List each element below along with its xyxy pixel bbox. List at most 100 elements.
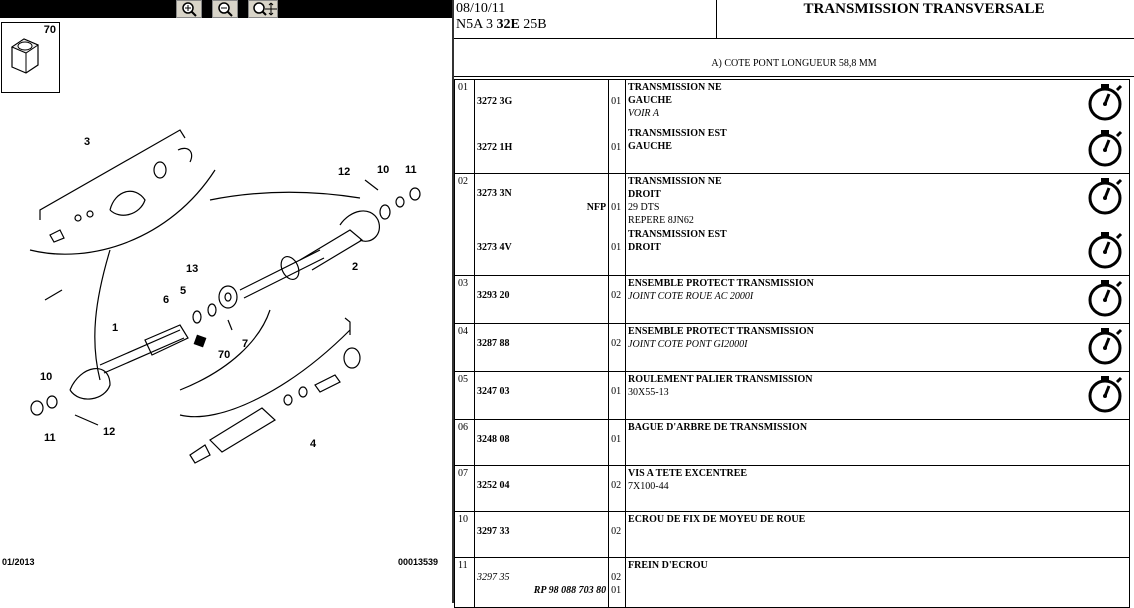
table-row[interactable]: 05 3247 03 01 ROULEMENT PALIER TRANSMISS… <box>454 371 1131 420</box>
note-divider <box>454 76 1134 77</box>
table-row[interactable]: 10 3297 33 02 ECROU DE FIX DE MOYEU DE R… <box>454 511 1131 558</box>
callout-1: 1 <box>112 322 118 334</box>
callout-3: 3 <box>84 136 90 148</box>
part-desc: BAGUE D'ARBRE DE TRANSMISSION <box>628 422 808 433</box>
part-desc: 29 DTS <box>628 202 660 213</box>
pane-divider[interactable] <box>452 0 454 603</box>
zoom-in-button[interactable] <box>176 0 202 18</box>
zoom-out-button[interactable] <box>212 0 238 18</box>
part-qty: 02 <box>611 480 622 491</box>
part-ref[interactable]: 3272 3G <box>476 96 513 107</box>
pan-zoom-icon <box>253 2 277 16</box>
page-title: TRANSMISSION TRANSVERSALE <box>803 1 1045 17</box>
part-desc: 30X55-13 <box>628 387 669 398</box>
part-thumbnail[interactable]: 70 <box>1 22 60 93</box>
part-ref[interactable]: 3293 20 <box>476 290 510 301</box>
callout-4: 4 <box>310 438 317 450</box>
callout-11-bottom: 11 <box>44 432 56 444</box>
table-row[interactable]: 02 3273 3N NFP 3273 4V 01 01 TRANSMISSIO… <box>454 173 1131 276</box>
part-ref[interactable]: 3273 4V <box>476 242 512 253</box>
callout-70: 70 <box>218 349 230 361</box>
stopwatch-icon[interactable] <box>1085 176 1125 216</box>
stopwatch-icon[interactable] <box>1085 374 1125 414</box>
section-note: A) COTE PONT LONGUEUR 58,8 MM <box>711 58 877 69</box>
row-number: 11 <box>454 557 475 608</box>
part-qty: 01 <box>611 386 622 397</box>
row-number: 04 <box>454 323 475 372</box>
catalog-code: N5A 3 32E 25B <box>456 17 547 32</box>
part-ref[interactable]: RP 98 088 703 80 <box>533 585 607 596</box>
header-divider <box>716 0 717 38</box>
part-desc: TRANSMISSION NE <box>628 176 722 187</box>
part-qty: 02 <box>611 572 622 583</box>
part-desc: ENSEMBLE PROTECT TRANSMISSION <box>628 278 814 289</box>
stopwatch-icon[interactable] <box>1085 230 1125 270</box>
callout-10-top: 10 <box>377 164 389 176</box>
part-qty: 02 <box>611 290 622 301</box>
callout-11-top: 11 <box>405 164 417 176</box>
part-qty: 01 <box>611 585 622 596</box>
part-desc: REPERE 8JN62 <box>628 215 694 226</box>
part-desc: ROULEMENT PALIER TRANSMISSION <box>628 374 813 385</box>
diagram-toolbar <box>0 0 452 18</box>
table-row[interactable]: 04 3287 88 02 ENSEMBLE PROTECT TRANSMISS… <box>454 323 1131 372</box>
part-desc: TRANSMISSION EST <box>628 128 727 139</box>
catalog-date: 08/10/11 <box>456 1 506 16</box>
callout-5: 5 <box>180 285 186 297</box>
table-row[interactable]: 03 3293 20 02 ENSEMBLE PROTECT TRANSMISS… <box>454 275 1131 324</box>
callout-13: 13 <box>186 263 198 275</box>
part-desc: DROIT <box>628 242 661 253</box>
callout-12-top: 12 <box>338 166 350 178</box>
table-row[interactable]: 07 3252 04 02 VIS A TETE EXCENTREE 7X100… <box>454 465 1131 512</box>
exploded-view-diagram: 3 12 10 11 13 2 5 6 1 7 70 10 11 12 4 <box>29 129 421 464</box>
part-ref[interactable]: 3287 88 <box>476 338 510 349</box>
part-ref[interactable]: 3247 03 <box>476 386 510 397</box>
stopwatch-icon[interactable] <box>1085 278 1125 318</box>
part-desc: DROIT <box>628 189 661 200</box>
table-row[interactable]: 06 3248 08 01 BAGUE D'ARBRE DE TRANSMISS… <box>454 419 1131 466</box>
row-number: 01 <box>454 79 475 174</box>
part-desc: GAUCHE <box>628 95 672 106</box>
part-ref[interactable]: 3297 35 <box>476 572 510 583</box>
part-ref[interactable]: 3297 33 <box>476 526 510 537</box>
part-desc: JOINT COTE PONT GI2000I <box>628 339 748 350</box>
table-row[interactable]: 11 3297 35 RP 98 088 703 80 02 01 FREIN … <box>454 557 1131 608</box>
callout-2: 2 <box>352 261 358 273</box>
part-qty: 01 <box>611 202 622 213</box>
nfp-flag: NFP <box>586 202 607 213</box>
callout-12-bottom: 12 <box>103 426 115 438</box>
zoom-out-icon <box>218 2 233 17</box>
nut-icon <box>10 38 40 74</box>
footer-date: 01/2013 <box>2 557 35 567</box>
callout-7: 7 <box>242 338 248 350</box>
part-qty: 01 <box>611 242 622 253</box>
part-qty: 01 <box>611 434 622 445</box>
callout-6: 6 <box>163 294 169 306</box>
part-ref[interactable]: 3248 08 <box>476 434 510 445</box>
parts-table: 01 3272 3G 3272 1H 01 01 TRANSMISSION NE… <box>454 79 1131 608</box>
stopwatch-icon[interactable] <box>1085 128 1125 168</box>
callout-10-bottom: 10 <box>40 371 52 383</box>
row-number: 03 <box>454 275 475 324</box>
row-number: 05 <box>454 371 475 420</box>
part-ref[interactable]: 3273 3N <box>476 188 512 199</box>
thumbnail-number: 70 <box>43 24 56 36</box>
part-desc: ECROU DE FIX DE MOYEU DE ROUE <box>628 514 806 525</box>
table-row[interactable]: 01 3272 3G 3272 1H 01 01 TRANSMISSION NE… <box>454 79 1131 174</box>
part-qty: 02 <box>611 338 622 349</box>
stopwatch-icon[interactable] <box>1085 82 1125 122</box>
part-desc: JOINT COTE ROUE AC 2000I <box>628 291 754 302</box>
part-desc: VIS A TETE EXCENTREE <box>628 468 748 479</box>
footer-code: 00013539 <box>398 557 439 567</box>
part-desc: TRANSMISSION NE <box>628 82 722 93</box>
row-number: 10 <box>454 511 475 558</box>
stopwatch-icon[interactable] <box>1085 326 1125 366</box>
pan-zoom-button[interactable] <box>248 0 278 18</box>
zoom-in-icon <box>182 2 197 17</box>
parts-header: 08/10/11 N5A 3 32E 25B TRANSMISSION TRAN… <box>454 0 1134 39</box>
part-qty: 02 <box>611 526 622 537</box>
row-number: 06 <box>454 419 475 466</box>
part-ref[interactable]: 3272 1H <box>476 142 513 153</box>
part-desc: FREIN D'ECROU <box>628 560 708 571</box>
part-ref[interactable]: 3252 04 <box>476 480 510 491</box>
